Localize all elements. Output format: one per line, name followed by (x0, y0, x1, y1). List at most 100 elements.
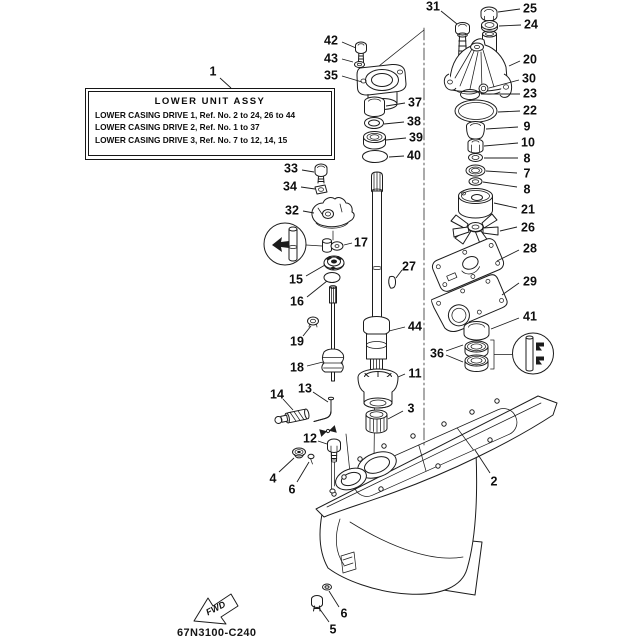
part-number-label: 34 (283, 180, 297, 194)
part-nut-10 (467, 138, 484, 154)
leader-line (496, 249, 520, 262)
part-washer-8b (468, 177, 483, 186)
part-gasket-22 (454, 99, 498, 123)
leader-line (508, 60, 521, 67)
part-lower-casing (315, 395, 558, 596)
leader-line (388, 326, 406, 332)
part-number-label: 23 (523, 87, 537, 101)
part-number-label: 6 (341, 607, 348, 621)
casing-front-bore (335, 467, 367, 491)
part-plug-4 (292, 447, 306, 459)
leader-line (385, 102, 406, 107)
part-washer-38 (364, 117, 384, 129)
part-insert-cartridge-21 (458, 188, 493, 219)
part-number-label: 5 (330, 623, 337, 637)
part-shift-rod-lever-13 (313, 396, 335, 422)
leader-line (498, 24, 522, 27)
part-oil-seal-housing-35 (356, 63, 407, 110)
assembly-centerline (378, 27, 425, 446)
part-washer-34 (314, 184, 328, 195)
part-number-label: 40 (407, 149, 421, 163)
leader-line (343, 242, 353, 246)
part-number-label: 3 (408, 402, 415, 416)
trim-tab-detail (340, 551, 357, 574)
part-number-label: 13 (298, 382, 312, 396)
leader-line (488, 79, 520, 89)
leader-line (312, 391, 329, 403)
part-number-label: 37 (408, 96, 422, 110)
info-box-line-2: LOWER CASING DRIVE 2, Ref. No. 1 to 37 (95, 122, 260, 133)
part-number-label: 12 (303, 432, 317, 446)
part-oil-seal-39 (363, 131, 386, 150)
diagram-part-code: 67N3100-C240 (177, 627, 257, 639)
leader-line (483, 142, 519, 147)
leader-line (341, 41, 357, 49)
part-screw-6 (307, 453, 315, 465)
part-number-label: 30 (522, 72, 536, 86)
seal-profile-icon (536, 342, 544, 351)
part-number-label: 28 (523, 242, 537, 256)
leader-line (445, 344, 464, 352)
part-number-label: 8 (524, 152, 531, 166)
leader-line (482, 181, 518, 188)
part-number-label: 6 (289, 483, 296, 497)
leader-line (301, 169, 315, 173)
part-driveshaft-44 (363, 171, 390, 378)
leader-line (300, 186, 316, 190)
part-number-label: 22 (523, 104, 537, 118)
leader-line (383, 121, 405, 125)
casing-driveshaft-bore (357, 451, 397, 479)
part-number-label: 38 (407, 115, 421, 129)
part-oring-23 (460, 89, 480, 100)
part-bushing-37 (364, 96, 385, 117)
leader-line (306, 361, 324, 367)
part-number-label: 1 (210, 65, 217, 79)
part-number-label: 2 (491, 475, 498, 489)
leader-line (493, 202, 518, 209)
leader-line (282, 398, 294, 411)
part-clip (319, 425, 337, 437)
casing-bolt-holes (329, 398, 500, 497)
part-washer-8a (468, 153, 483, 162)
orientation-arrow-icon (272, 237, 289, 252)
part-oring-40 (362, 150, 388, 163)
leader-line (490, 317, 520, 330)
part-number-label: 31 (426, 0, 440, 14)
part-number-label: 42 (324, 34, 338, 48)
leader-line (440, 10, 458, 25)
part-impeller-26 (450, 213, 499, 247)
part-number-label: 44 (408, 320, 422, 334)
part-number-label: 17 (354, 236, 368, 250)
fwd-arrow-icon: FWD (193, 593, 239, 625)
leader-line (302, 210, 315, 214)
part-number-label: 19 (290, 335, 304, 349)
part-bolt-33 (314, 163, 328, 184)
lower-unit-info-box: LOWER UNIT ASSY LOWER CASING DRIVE 1, Re… (85, 88, 335, 160)
leader-line (385, 137, 407, 141)
part-pinion-15 (323, 255, 345, 271)
leader-line (388, 155, 405, 158)
part-number-label: 36 (430, 347, 444, 361)
info-box-inner-border: LOWER UNIT ASSY LOWER CASING DRIVE 1, Re… (88, 91, 332, 156)
part-number-label: 10 (521, 136, 535, 150)
leader-line (497, 110, 521, 113)
part-number-label: 25 (523, 2, 537, 16)
part-number-label: 27 (402, 260, 416, 274)
leader-line (328, 590, 340, 608)
part-washer-6-bottom (322, 583, 332, 591)
part-ring-30 (478, 83, 489, 94)
leader-line (278, 457, 295, 473)
part-shift-bracket-32 (311, 197, 355, 229)
part-bushing-9 (466, 121, 485, 140)
part-bushing-17 (322, 238, 344, 253)
leader-line (474, 449, 491, 474)
part-number-label: 29 (523, 275, 537, 289)
detail-circle-right (512, 332, 554, 375)
part-oil-seals-36 (464, 339, 513, 372)
part-washer-43 (354, 61, 365, 68)
part-number-label: 7 (524, 167, 531, 181)
part-nut-25 (480, 6, 498, 22)
